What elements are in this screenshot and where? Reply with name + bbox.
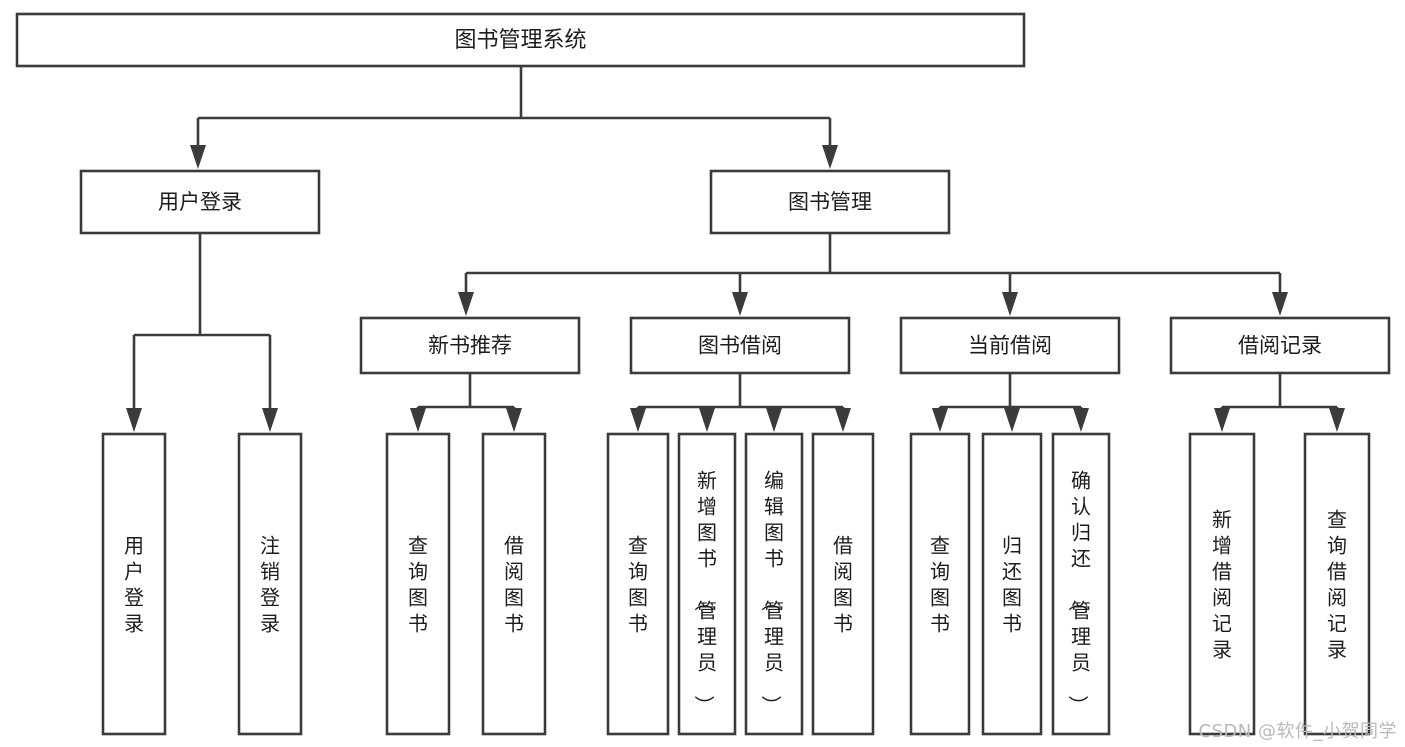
node-leaf-add-record-label: 新增借阅记录 — [1212, 507, 1232, 661]
node-leaf-query-book-2-box[interactable] — [606, 432, 670, 736]
node-current-borrow-box[interactable] — [899, 316, 1121, 375]
node-book-manage-label: 图书管理 — [788, 190, 872, 214]
node-book-manage[interactable]: 图书管理 — [709, 169, 951, 235]
node-leaf-borrow-book-1[interactable]: 借阅图书 — [481, 432, 547, 736]
node-leaf-query-book-1-label: 查询图书 — [408, 533, 428, 635]
arrow-head-icon — [630, 408, 646, 432]
node-leaf-edit-book-label: 编辑图书（管理员） — [759, 468, 784, 715]
node-leaf-borrow-book-1-label: 借阅图书 — [504, 533, 524, 635]
node-leaf-query-record-box[interactable] — [1303, 432, 1371, 736]
arrow-head-icon — [1002, 292, 1018, 316]
node-leaf-add-book-box[interactable] — [677, 432, 737, 736]
node-layer: 图书管理系统用户登录图书管理新书推荐图书借阅当前借阅借阅记录用户登录注销登录查询… — [15, 12, 1391, 736]
node-leaf-add-book-label: 新增图书（管理员） — [692, 468, 717, 715]
node-leaf-confirm-return-box[interactable] — [1051, 432, 1111, 736]
node-leaf-query-book-1-box[interactable] — [385, 432, 451, 736]
node-leaf-user-login[interactable]: 用户登录 — [101, 432, 167, 736]
arrow-head-icon — [1329, 408, 1345, 432]
node-borrow-record-box[interactable] — [1169, 316, 1391, 375]
node-borrow-record-label: 借阅记录 — [1238, 334, 1322, 358]
arrow-head-icon — [1004, 408, 1020, 432]
node-user-login-box[interactable] — [79, 169, 321, 235]
node-book-borrow-label: 图书借阅 — [698, 334, 782, 358]
node-leaf-query-book-2[interactable]: 查询图书 — [606, 432, 670, 736]
arrow-head-icon — [1214, 408, 1230, 432]
arrow-head-icon — [932, 408, 948, 432]
node-leaf-add-record[interactable]: 新增借阅记录 — [1188, 432, 1256, 736]
node-leaf-add-book[interactable]: 新增图书（管理员） — [677, 432, 737, 736]
node-leaf-query-record[interactable]: 查询借阅记录 — [1303, 432, 1371, 736]
node-leaf-return-book-label: 归还图书 — [1002, 533, 1022, 635]
node-leaf-borrow-book-2-box[interactable] — [811, 432, 875, 736]
node-new-book-rec[interactable]: 新书推荐 — [359, 316, 581, 375]
node-leaf-user-logout-box[interactable] — [237, 432, 303, 736]
node-leaf-return-book[interactable]: 归还图书 — [981, 432, 1043, 736]
node-leaf-borrow-book-1-box[interactable] — [481, 432, 547, 736]
arrow-head-icon — [458, 292, 474, 316]
node-leaf-query-book-3-box[interactable] — [909, 432, 971, 736]
node-leaf-return-book-box[interactable] — [981, 432, 1043, 736]
arrow-head-icon — [835, 408, 851, 432]
arrow-head-icon — [262, 408, 278, 432]
arrow-head-icon — [822, 145, 838, 169]
node-leaf-user-logout-label: 注销登录 — [260, 533, 280, 635]
node-leaf-edit-book-box[interactable] — [744, 432, 804, 736]
arrow-head-icon — [506, 408, 522, 432]
node-new-book-rec-label: 新书推荐 — [428, 334, 512, 358]
node-borrow-record[interactable]: 借阅记录 — [1169, 316, 1391, 375]
node-leaf-query-record-label: 查询借阅记录 — [1327, 507, 1347, 661]
node-book-borrow-box[interactable] — [629, 316, 851, 375]
node-user-login-label: 用户登录 — [158, 190, 242, 214]
node-leaf-edit-book[interactable]: 编辑图书（管理员） — [744, 432, 804, 736]
node-leaf-query-book-3[interactable]: 查询图书 — [909, 432, 971, 736]
node-leaf-confirm-return-label: 确认归还（管理员） — [1066, 468, 1091, 715]
arrow-head-icon — [732, 292, 748, 316]
node-user-login[interactable]: 用户登录 — [79, 169, 321, 235]
arrow-head-icon — [766, 408, 782, 432]
arrow-head-icon — [190, 145, 206, 169]
node-leaf-query-book-2-label: 查询图书 — [628, 533, 648, 635]
arrow-head-icon — [410, 408, 426, 432]
node-current-borrow-label: 当前借阅 — [968, 334, 1052, 358]
node-book-borrow[interactable]: 图书借阅 — [629, 316, 851, 375]
arrow-head-icon — [1073, 408, 1089, 432]
node-book-manage-box[interactable] — [709, 169, 951, 235]
node-root-label: 图书管理系统 — [454, 28, 586, 53]
node-leaf-user-login-label: 用户登录 — [124, 533, 144, 635]
node-leaf-borrow-book-2[interactable]: 借阅图书 — [811, 432, 875, 736]
arrow-head-icon — [699, 408, 715, 432]
node-leaf-add-record-box[interactable] — [1188, 432, 1256, 736]
connector-layer — [126, 66, 1345, 432]
node-leaf-user-login-box[interactable] — [101, 432, 167, 736]
node-new-book-rec-box[interactable] — [359, 316, 581, 375]
node-leaf-confirm-return[interactable]: 确认归还（管理员） — [1051, 432, 1111, 736]
node-leaf-borrow-book-2-label: 借阅图书 — [833, 533, 853, 635]
node-current-borrow[interactable]: 当前借阅 — [899, 316, 1121, 375]
node-leaf-user-logout[interactable]: 注销登录 — [237, 432, 303, 736]
arrow-head-icon — [1272, 292, 1288, 316]
arrow-head-icon — [126, 408, 142, 432]
node-root-box[interactable] — [15, 12, 1026, 68]
node-leaf-query-book-3-label: 查询图书 — [930, 533, 950, 635]
node-root[interactable]: 图书管理系统 — [15, 12, 1026, 68]
node-leaf-query-book-1[interactable]: 查询图书 — [385, 432, 451, 736]
